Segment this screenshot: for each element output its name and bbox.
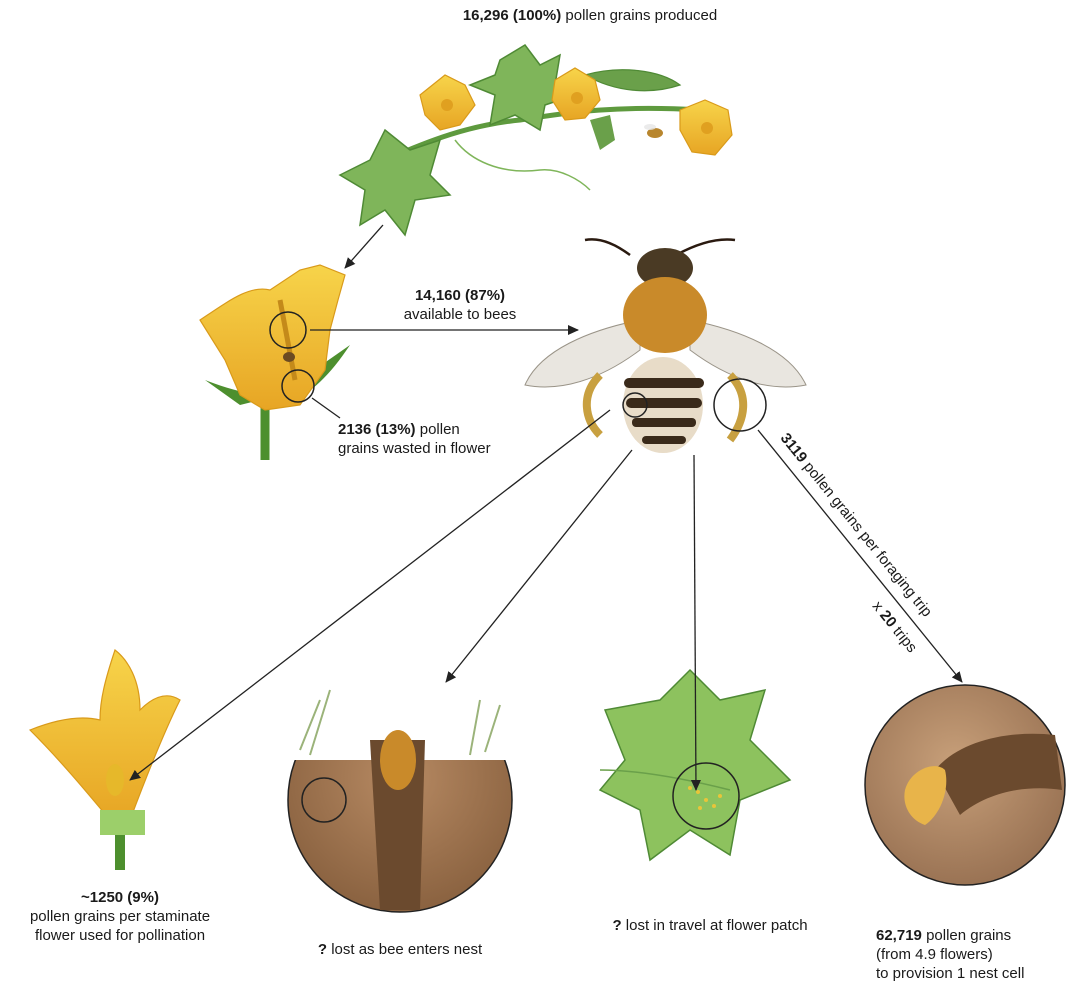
bee-to-nest-arrow (446, 450, 632, 682)
wasted-leader-line (312, 398, 340, 418)
nest-loss-label: ? lost as bee enters nest (280, 940, 520, 959)
available-label: 14,160 (87%)available to bees (385, 286, 535, 324)
total-pollen-label: 16,296 (100%) pollen grains produced (430, 6, 750, 25)
vine-to-flower-arrow (345, 225, 383, 268)
provision-label: 62,719 pollen grains(from 4.9 flowers)to… (876, 926, 1076, 983)
open-flower-icon (200, 265, 350, 460)
staminate-flower-icon (30, 650, 180, 870)
nest-cell-icon (865, 685, 1065, 885)
cucumber-vine-icon (340, 45, 732, 235)
bee-icon (525, 239, 806, 453)
travel-loss-label: ? lost in travel at flower patch (580, 916, 840, 935)
nest-icon (288, 606, 512, 912)
bee-to-cell-arrow (758, 430, 962, 682)
